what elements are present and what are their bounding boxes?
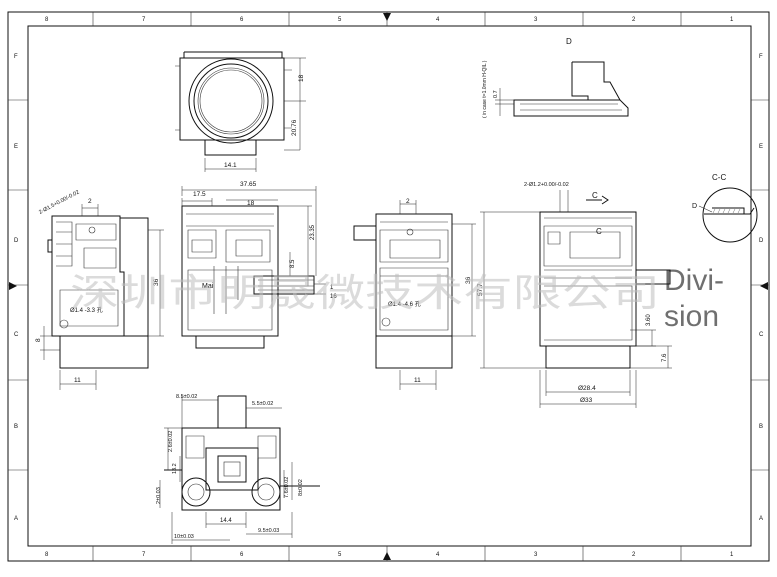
zone-label: 4 bbox=[436, 552, 440, 558]
zone-label: F bbox=[14, 54, 18, 60]
dim-text: 2-Ø1.5+0.00/-0.02 bbox=[38, 189, 80, 215]
section-marker: C bbox=[592, 191, 598, 200]
dim-text: 8±0.02 bbox=[298, 479, 304, 496]
dim-text: 2 bbox=[88, 198, 92, 205]
dim-text: 5.5±0.02 bbox=[252, 401, 273, 407]
dim-text: 2±0.03 bbox=[156, 487, 162, 504]
front-right-view: 2 36 Ø1.4 -4.6 孔 11 bbox=[353, 198, 476, 390]
watermark-company: 深圳市明晟微技术有限公司 bbox=[70, 273, 660, 315]
frame-ticks bbox=[8, 12, 769, 561]
dim-text: 17.5 bbox=[193, 191, 206, 198]
dim-text: 57.7 bbox=[477, 283, 484, 296]
dim-text: 1 bbox=[330, 285, 334, 291]
zone-label: A bbox=[759, 516, 763, 522]
dim-text: 18 bbox=[298, 74, 305, 82]
zone-label: E bbox=[14, 144, 18, 150]
zone-label: 1 bbox=[730, 17, 734, 23]
zone-label: C bbox=[14, 332, 19, 338]
zone-label: 5 bbox=[338, 17, 342, 23]
top-view: 18 20.76 14.1 bbox=[175, 51, 306, 172]
zone-label: 3 bbox=[534, 552, 538, 558]
inner-frame bbox=[27, 25, 752, 547]
watermark-brand-line2: sion bbox=[664, 300, 719, 333]
dim-text: 14.1 bbox=[224, 162, 237, 169]
dim-text: 36 bbox=[153, 278, 160, 286]
watermark-brand-line1: Divi- bbox=[664, 264, 724, 297]
zone-label: 7 bbox=[142, 552, 146, 558]
zone-label: 7 bbox=[142, 17, 146, 23]
dim-text: 14.4 bbox=[220, 518, 232, 524]
part-label: Mai bbox=[202, 283, 214, 290]
zone-label: 6 bbox=[240, 17, 244, 23]
zone-label: 2 bbox=[632, 552, 636, 558]
zone-label: E bbox=[759, 144, 763, 150]
zone-label: 8 bbox=[45, 17, 49, 23]
zone-label: 8 bbox=[45, 552, 49, 558]
bottom-view: 8.5±0.02 5.5±0.02 2.6±0.02 13.2 2±0.03 7… bbox=[156, 394, 320, 544]
dim-text: 7.6±0.02 bbox=[284, 477, 290, 498]
dim-text: 18 bbox=[247, 200, 255, 207]
zone-label: D bbox=[759, 238, 764, 244]
dim-text: 11 bbox=[74, 377, 81, 384]
zone-label: C bbox=[759, 332, 764, 338]
section-label: D bbox=[692, 203, 697, 210]
dim-text: 11 bbox=[414, 377, 421, 384]
bottom-zone-labels: 8 7 6 5 4 3 2 1 bbox=[45, 552, 734, 558]
zone-label: B bbox=[759, 424, 763, 430]
zone-label: 4 bbox=[436, 17, 440, 23]
section-marker: C bbox=[596, 227, 602, 236]
zone-label: 1 bbox=[730, 552, 734, 558]
right-zone-labels: F E D C B A bbox=[759, 54, 764, 522]
detail-d-view: D ( in case t=1.0mm H-QIL ) 0.7 bbox=[482, 37, 629, 118]
outer-frame bbox=[7, 11, 770, 562]
zone-label: F bbox=[759, 54, 763, 60]
zone-label: 5 bbox=[338, 552, 342, 558]
watermark: 深圳市明晟微技术有限公司 Divi- sion bbox=[70, 264, 724, 333]
dim-text: 20.76 bbox=[291, 119, 298, 136]
centering-marks bbox=[9, 13, 768, 560]
section-cc-view: C-C D bbox=[692, 173, 758, 243]
dim-text: 16 bbox=[330, 294, 337, 300]
dim-text: 8 bbox=[35, 338, 42, 342]
dim-text: Ø1.4 -4.6 孔 bbox=[388, 300, 421, 308]
zone-label: 6 bbox=[240, 552, 244, 558]
front-middle-view: Mai 17.5 18 37.65 23.35 8.5 1 16 bbox=[181, 181, 337, 349]
dim-text: 9.5±0.03 bbox=[258, 528, 279, 534]
side-view: C C 2-Ø1.2+0.00/-0.02 57.7 3.60 7.6 Ø28.… bbox=[477, 182, 672, 408]
dim-text: 8.5 bbox=[290, 259, 296, 268]
dim-text: 36 bbox=[465, 276, 472, 284]
dim-text: Ø33 bbox=[580, 397, 593, 404]
dim-text: 2 bbox=[406, 198, 410, 205]
dim-text: 2-Ø1.2+0.00/-0.02 bbox=[524, 182, 569, 188]
dim-text: 37.65 bbox=[240, 181, 257, 188]
zone-label: D bbox=[14, 238, 19, 244]
dim-text: 7.6 bbox=[662, 353, 668, 362]
zone-label: B bbox=[14, 424, 18, 430]
zone-label: A bbox=[14, 516, 18, 522]
detail-note: ( in case t=1.0mm H-QIL ) bbox=[482, 60, 488, 118]
dim-text: Ø28.4 bbox=[578, 385, 596, 392]
dim-text: Ø1.4 -3.3 孔 bbox=[70, 306, 103, 314]
dim-text: 23.35 bbox=[310, 224, 316, 240]
dim-text: 8.5±0.02 bbox=[176, 394, 197, 400]
dim-text: 0.7 bbox=[493, 90, 499, 98]
detail-title: D bbox=[566, 37, 572, 46]
top-zone-labels: 8 7 6 5 4 3 2 1 bbox=[45, 17, 734, 23]
dim-text: 10±0.03 bbox=[174, 534, 194, 540]
dim-text: 13.2 bbox=[172, 463, 178, 474]
zone-label: 2 bbox=[632, 17, 636, 23]
dim-text: 3.60 bbox=[646, 314, 652, 326]
zone-label: 3 bbox=[534, 17, 538, 23]
dim-text: 2.6±0.02 bbox=[168, 431, 174, 452]
section-title: C-C bbox=[712, 173, 726, 182]
left-zone-labels: F E D C B A bbox=[14, 54, 19, 522]
